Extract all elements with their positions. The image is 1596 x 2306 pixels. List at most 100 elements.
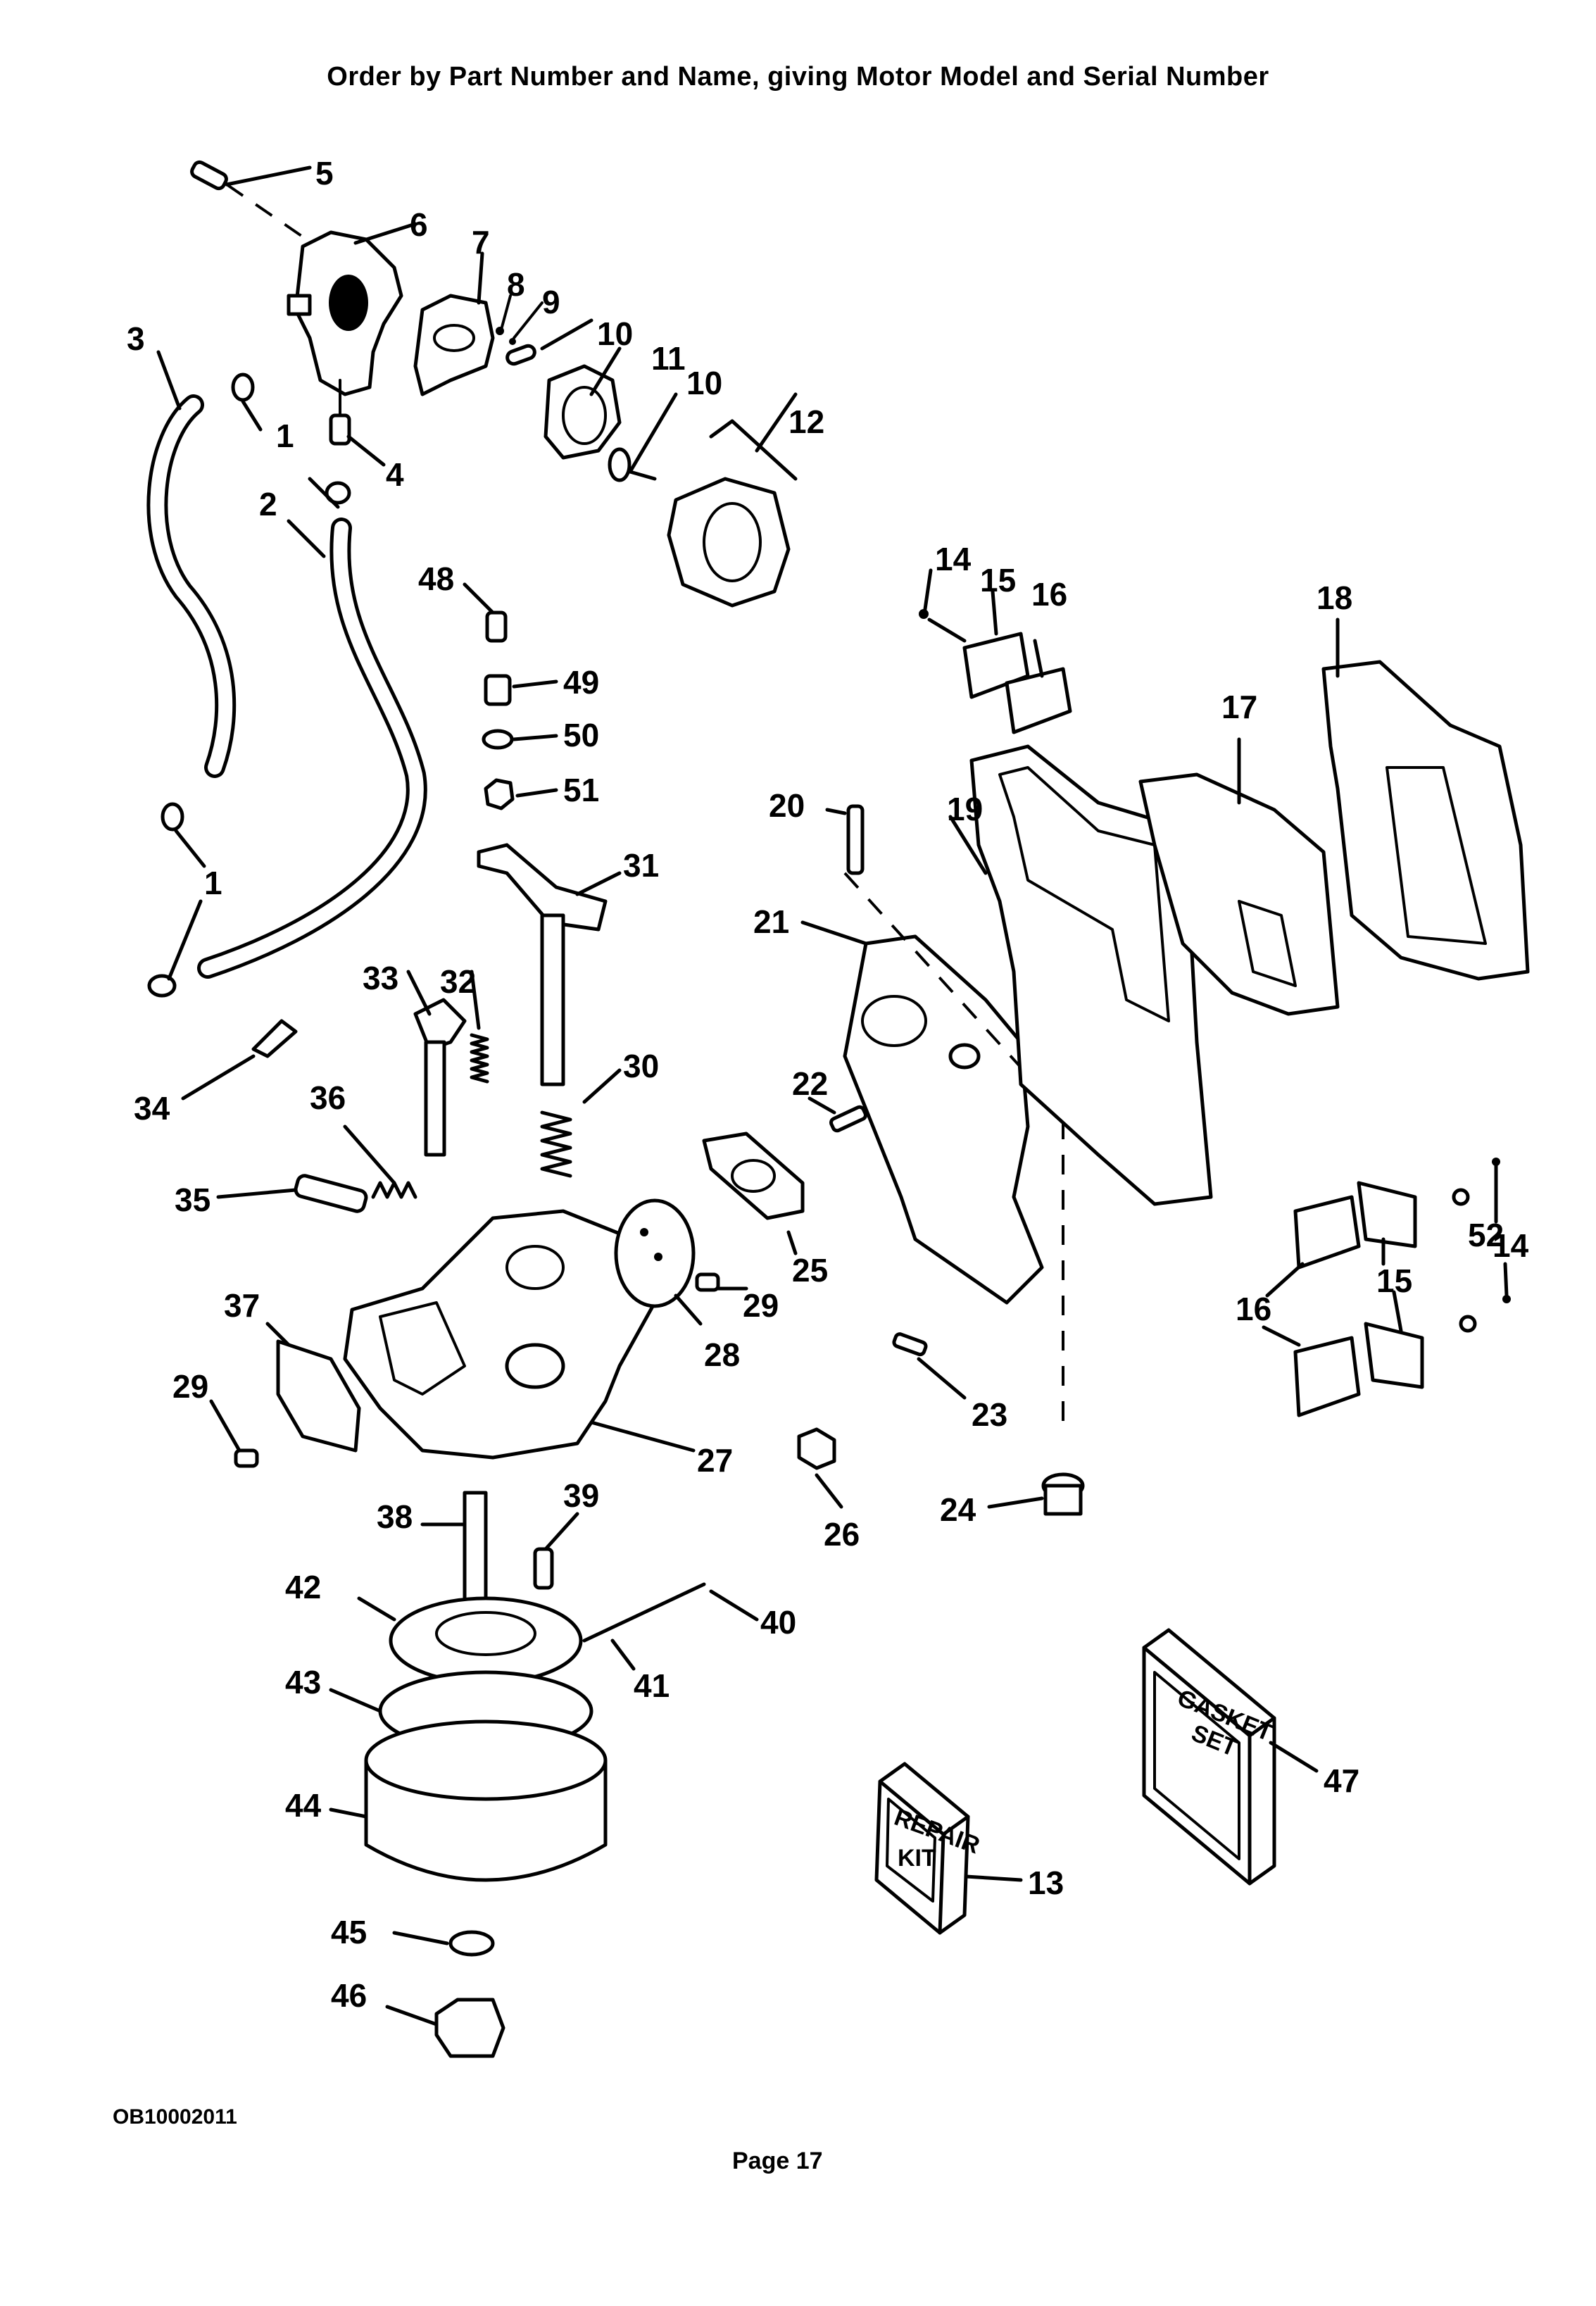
callout-17: 17 [1221,689,1257,725]
callout-2: 2 [259,486,277,522]
callout-1b: 1 [204,865,222,901]
part-40-41-float-pin [582,1582,759,1671]
callout-39: 39 [563,1477,599,1514]
callout-5: 5 [315,155,334,192]
callout-labels: 5 6 7 8 9 10 11 10 12 3 1 4 2 1 48 49 50… [127,155,1529,2014]
callout-50: 50 [563,717,599,753]
callout-29a: 29 [172,1368,208,1405]
part-28-diaphragm [614,1198,703,1326]
callout-41: 41 [634,1667,670,1704]
callout-16a: 16 [1031,576,1067,613]
callout-7: 7 [472,224,490,261]
callout-22: 22 [792,1065,828,1102]
part-17-reed-block [1138,737,1340,1016]
callout-13: 13 [1028,1865,1064,1901]
part-13-repair-kit-box: REPAIR KIT [874,1762,1023,1935]
callout-19: 19 [947,791,983,827]
callout-45: 45 [331,1914,367,1950]
callout-52: 52 [1468,1217,1504,1253]
part-45-46-drain [385,1930,505,2058]
callout-29b: 29 [743,1287,779,1324]
callout-27: 27 [697,1442,733,1479]
callout-14b: 14 [1493,1227,1529,1264]
callout-24: 24 [940,1491,976,1528]
part-2-fuel-hose [197,518,427,979]
callout-15b: 15 [1376,1262,1412,1299]
callout-6: 6 [410,206,428,243]
callout-16b: 16 [1236,1291,1271,1327]
callout-12: 12 [788,403,824,440]
callout-8: 8 [507,266,525,303]
callout-1a: 1 [276,418,294,454]
part-25-flange-gasket [702,1132,805,1255]
callout-18: 18 [1317,579,1352,616]
part-30-spring [540,1068,622,1178]
part-8-9-check-valve [496,294,543,345]
part-19-gasket [948,744,1213,1206]
part-12-gasket-set [667,392,798,608]
part-31-throttle-shaft [477,843,622,1086]
part-10-11-pump-cover [505,318,678,482]
callout-28: 28 [704,1336,740,1373]
callout-10: 10 [597,315,633,352]
part-32-33-choke [406,970,489,1157]
part-37-plate [265,1322,361,1453]
callout-35: 35 [175,1182,211,1218]
part-27-carburetor-body [343,1209,696,1460]
callout-14a: 14 [935,541,972,577]
part-39-needle [533,1512,579,1590]
part-35-36-idle-screw [216,1124,417,1213]
callout-34: 34 [134,1090,170,1127]
part-20-dowel [825,804,865,875]
callout-15a: 15 [980,562,1016,599]
part-21-intake-manifold [800,872,1064,1422]
part-44-float-bowl [329,1719,608,1882]
document-code: OB10002011 [113,2105,237,2129]
callout-33: 33 [363,960,398,996]
callout-46: 46 [331,1977,367,2014]
callout-42: 42 [285,1569,321,1605]
part-48-to-51-small-parts [463,582,558,810]
callout-4: 4 [386,456,404,493]
callout-38: 38 [377,1498,413,1535]
callout-11: 11 [651,340,686,377]
page-number: Page 17 [732,2148,823,2174]
part-22-stud [808,1096,867,1133]
callout-32: 32 [440,963,476,1000]
callout-44: 44 [285,1787,322,1824]
callout-47: 47 [1324,1762,1359,1799]
part-3-fuel-hose [146,350,237,778]
part-5-screw [190,160,318,248]
callout-30: 30 [623,1048,659,1084]
part-42-float [357,1596,583,1685]
part-14-15-16-52-reed-plates-bottom [1262,1158,1511,1417]
part-4-fitting [329,379,386,467]
part-29-screws [209,1272,748,1468]
callout-10b: 10 [686,365,722,401]
callout-51: 51 [563,772,599,808]
repair-kit-label-line2: KIT [898,1845,936,1872]
callout-49: 49 [563,664,599,701]
part-1-hose-clamps [147,372,351,998]
callout-37: 37 [224,1287,260,1324]
callout-25: 25 [792,1252,828,1289]
part-14-15-16-reed-plates-top [919,568,1072,734]
part-23-bolt [892,1332,967,1400]
part-18-gasket [1321,618,1530,981]
callout-43: 43 [285,1664,321,1700]
callout-26: 26 [824,1516,860,1553]
part-47-gasket-set-box: GASKET SET [1142,1628,1319,1886]
part-24-grommet [987,1472,1085,1516]
callout-9: 9 [542,284,560,320]
callout-20: 20 [769,787,805,824]
callout-40: 40 [760,1604,796,1641]
order-instruction-header: Order by Part Number and Name, giving Mo… [327,62,1269,92]
callout-21: 21 [753,903,789,940]
callout-3: 3 [127,320,145,357]
part-7-pump-gasket [413,251,495,396]
part-34-screw [181,1019,298,1101]
callout-36: 36 [310,1079,346,1116]
callout-48: 48 [418,560,454,597]
callout-23: 23 [972,1396,1007,1433]
